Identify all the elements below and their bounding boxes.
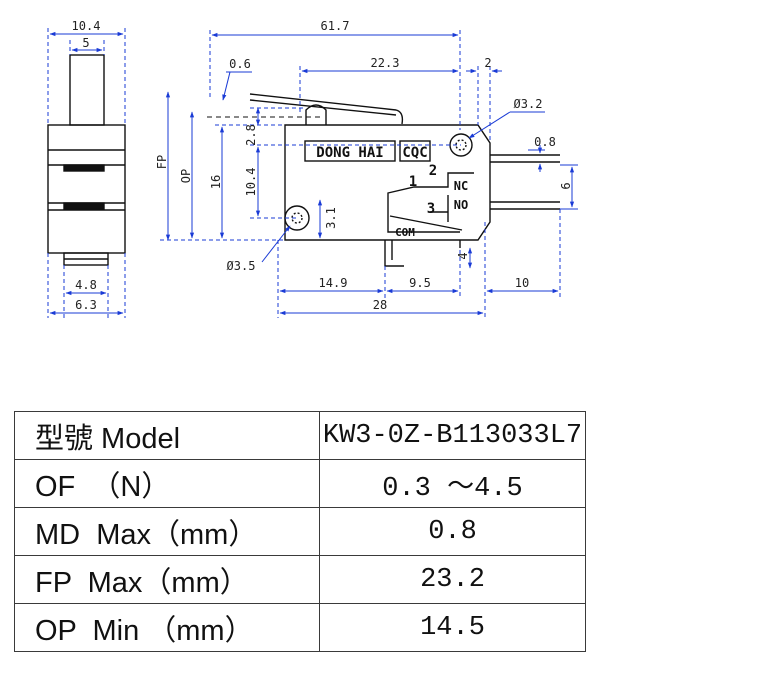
pin3-label: 3 — [427, 201, 435, 217]
brand-box — [304, 140, 396, 162]
spec-value: 14.5 — [319, 603, 586, 652]
dim-right-gap: 2 — [484, 56, 491, 70]
side-plunger — [69, 54, 105, 126]
table-row: OP Min （mm） 14.5 — [14, 603, 586, 652]
spec-label: OF （N） — [14, 459, 320, 508]
dim-plunger-h: 2.8 — [244, 124, 258, 146]
plunger — [305, 104, 327, 125]
dim-bot-10: 10 — [515, 276, 529, 290]
spec-value: 0.8 — [319, 507, 586, 556]
no-label: NO — [454, 198, 468, 212]
spec-value: 23.2 — [319, 555, 586, 604]
table-row: FP Max（mm） 23.2 — [14, 555, 586, 604]
dim-hole-off: 3.1 — [324, 207, 338, 229]
dim-plunger-dist: 22.3 — [371, 56, 400, 70]
pin2-label: 2 — [429, 163, 437, 179]
side-body — [47, 124, 126, 254]
dim-hole-dia-top: Ø3.2 — [514, 97, 543, 111]
dim-term-off: 4 — [456, 252, 470, 259]
spec-value: KW3-0Z-B113033L7 — [319, 411, 586, 460]
spec-label: 型號 Model — [14, 411, 320, 460]
mark-label: CQC — [402, 145, 427, 161]
dim-bot-14-9: 14.9 — [319, 276, 348, 290]
dim-terminal-w: 0.8 — [534, 135, 556, 149]
dim-bottom-w2: 6.3 — [75, 298, 97, 312]
side-dimensions — [47, 28, 126, 318]
dim-overall-top: 61.7 — [321, 19, 350, 33]
switch-technical-drawing: 10.4 5 4.8 6.3 DO — [47, 19, 578, 318]
dim-hole-pitch-v: 10.4 — [244, 168, 258, 197]
dim-body-h16: 16 — [209, 175, 223, 189]
dim-hole-dia-bottom: Ø3.5 — [227, 259, 256, 273]
spec-value: 0.3 ～4.5 — [319, 459, 586, 508]
spec-label: MD Max（mm） — [14, 507, 320, 556]
dim-fp: FP — [155, 155, 169, 169]
front-dimensions — [160, 30, 578, 318]
com-label: COM — [395, 226, 415, 239]
spec-label: OP Min （mm） — [14, 603, 320, 652]
table-row: 型號 Model KW3-0Z-B113033L7 — [14, 411, 586, 460]
dim-terminal-pitch: 6 — [559, 182, 573, 189]
dim-bot-9-5: 9.5 — [409, 276, 431, 290]
com-terminal — [384, 240, 404, 267]
pin1-label: 1 — [409, 174, 417, 190]
dim-bottom-w1: 4.8 — [75, 278, 97, 292]
brand-label: DONG HAI — [316, 145, 383, 161]
dim-op: OP — [179, 169, 193, 183]
spec-label: FP Max（mm） — [14, 555, 320, 604]
dim-bot-28: 28 — [373, 298, 387, 312]
circuit — [387, 172, 474, 233]
mark-box — [399, 140, 431, 162]
side-view — [47, 54, 126, 266]
nc-label: NC — [454, 179, 468, 193]
dim-top-inner: 5 — [82, 36, 89, 50]
lever — [249, 93, 404, 125]
table-row: MD Max（mm） 0.8 — [14, 507, 586, 556]
spec-table: 型號 Model KW3-0Z-B113033L7 OF （N） 0.3 ～4.… — [14, 411, 586, 652]
dim-lever-tip: 0.6 — [229, 57, 251, 71]
table-row: OF （N） 0.3 ～4.5 — [14, 459, 586, 508]
dim-top-width: 10.4 — [72, 19, 101, 33]
